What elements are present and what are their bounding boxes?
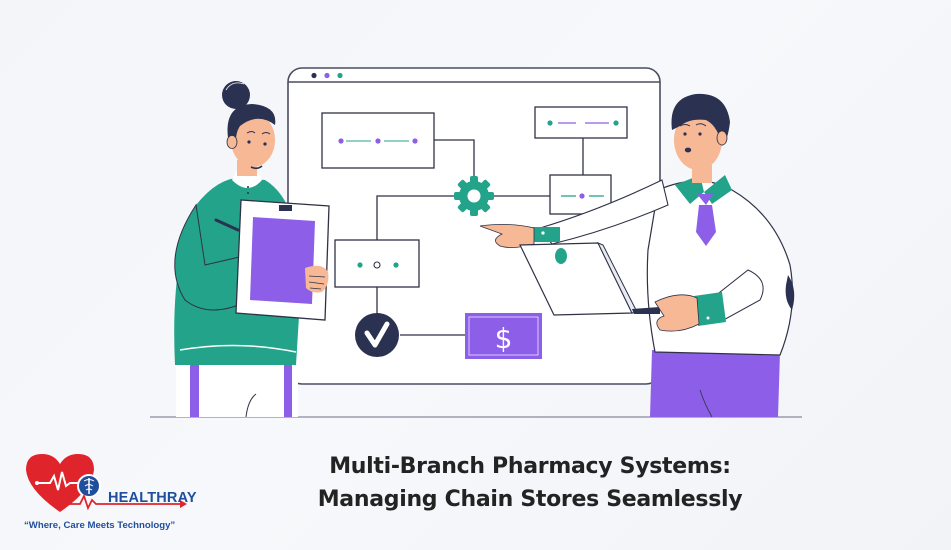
svg-text:$: $	[495, 322, 513, 355]
flow-box-1	[321, 112, 435, 169]
healthray-logo[interactable]: HEALTHRAY “Where, Care Meets Technology”	[20, 450, 197, 540]
window-dot-dark-icon	[311, 72, 317, 79]
flow-box-2	[534, 106, 628, 139]
title-line-2: Managing Chain Stores Seamlessly	[317, 487, 743, 512]
laptop-icon	[519, 242, 660, 316]
flow-box-4	[334, 239, 420, 288]
dollar-icon: $	[465, 313, 542, 359]
page-title: Multi-Branch Pharmacy Systems: Managing …	[280, 450, 780, 516]
window-dot-teal-icon	[337, 72, 343, 79]
man-figure	[479, 93, 795, 418]
clipboard-icon	[235, 199, 330, 321]
check-circle-icon	[355, 313, 399, 357]
flow-connectors	[376, 138, 584, 336]
title-line-1: Multi-Branch Pharmacy Systems:	[329, 454, 731, 479]
heart-pulse-caduceus-icon	[26, 454, 187, 512]
logo-tagline: “Where, Care Meets Technology”	[24, 520, 176, 531]
illustration: $	[150, 67, 802, 418]
window-dot-purple-icon	[324, 72, 330, 79]
woman-figure	[174, 81, 330, 418]
logo-brand-name: HEALTHRAY	[108, 490, 197, 506]
gear-icon	[454, 176, 494, 216]
